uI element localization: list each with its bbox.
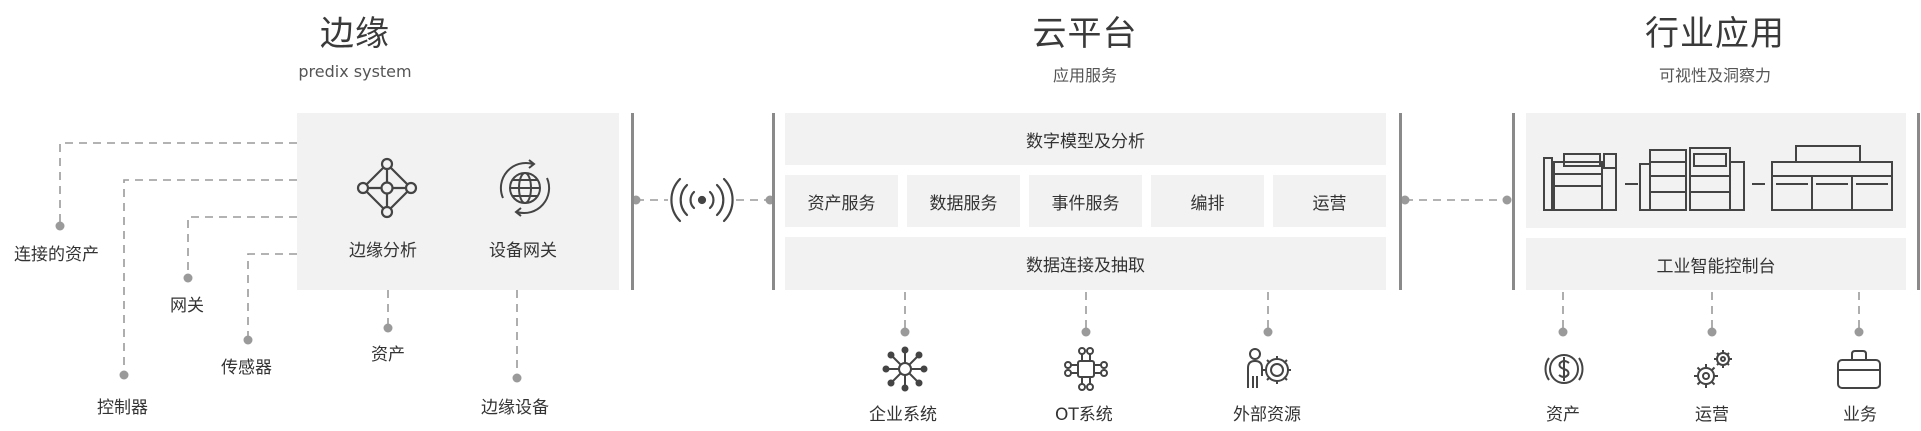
gears-icon — [1694, 350, 1732, 388]
edge-title: 边缘 — [320, 14, 390, 54]
enterprise-network-icon — [882, 346, 928, 392]
cloud-subtitle: 应用服务 — [1052, 66, 1117, 85]
edge-analytics-icon — [356, 157, 418, 219]
data-connection-box: 数据连接及抽取 — [785, 237, 1386, 290]
service-asset: 资产服务 — [785, 175, 898, 227]
wireless-signal-icon — [670, 177, 734, 223]
connected-assets-label: 连接的资产 — [14, 245, 99, 265]
globe-gateway-icon — [499, 159, 551, 217]
industry-title: 行业应用 — [1645, 14, 1785, 54]
cloud-title: 云平台 — [1032, 14, 1138, 54]
external-resources-icon — [1247, 348, 1291, 388]
industrial-machines-icon — [1543, 145, 1893, 211]
cloud-left-divider — [772, 113, 775, 290]
controller-label: 控制器 — [97, 398, 148, 418]
industry-right-divider — [1917, 113, 1920, 290]
edge-subtitle: predix system — [298, 62, 412, 81]
service-data: 数据服务 — [907, 175, 1020, 227]
service-operations: 运营 — [1273, 175, 1386, 227]
edge-panel — [297, 113, 619, 290]
edge-divider — [631, 113, 634, 290]
external-resources-label: 外部资源 — [1233, 405, 1301, 425]
sensor-label: 传感器 — [221, 358, 272, 378]
enterprise-system-label: 企业系统 — [869, 405, 937, 425]
outcome-asset-label: 资产 — [1546, 405, 1580, 425]
edge-analytics-label: 边缘分析 — [349, 241, 417, 261]
industry-left-divider — [1512, 113, 1515, 290]
device-gateway-label: 设备网关 — [489, 241, 557, 261]
industry-subtitle: 可视性及洞察力 — [1658, 66, 1771, 85]
cloud-right-divider — [1399, 113, 1402, 290]
edge-device-label: 边缘设备 — [481, 398, 549, 418]
outcome-operations-label: 运营 — [1695, 405, 1729, 425]
industrial-console-box: 工业智能控制台 — [1526, 238, 1906, 290]
ot-circuit-icon — [1064, 347, 1108, 391]
asset-below-label: 资产 — [371, 345, 405, 365]
dollar-coin-icon — [1544, 354, 1584, 384]
gateway-label: 网关 — [170, 296, 204, 316]
industry-machines-panel — [1526, 113, 1906, 228]
ot-system-label: OT系统 — [1055, 405, 1113, 425]
digital-model-analytics-box: 数字模型及分析 — [785, 113, 1386, 165]
service-orchestration: 编排 — [1151, 175, 1264, 227]
service-event: 事件服务 — [1029, 175, 1142, 227]
briefcase-icon — [1837, 350, 1881, 389]
outcome-business-label: 业务 — [1843, 405, 1877, 425]
